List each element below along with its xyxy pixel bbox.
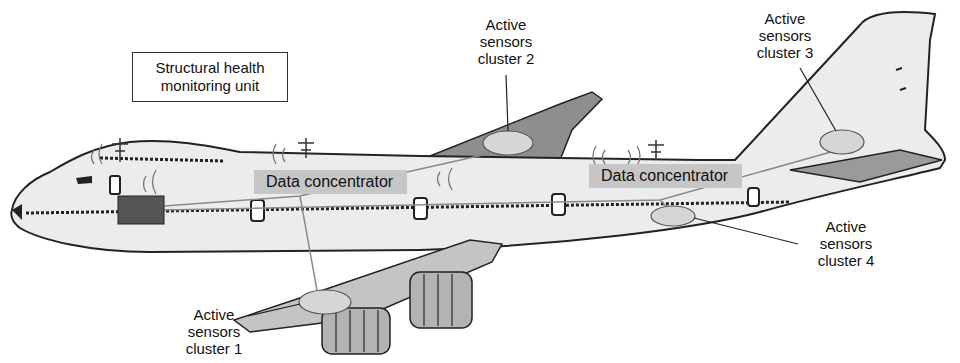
engine [410,272,472,328]
sensor-cluster [299,290,351,314]
leader-line [800,68,836,131]
sensor-wiring [164,150,838,296]
data-concentrator: Data concentrator [254,170,407,194]
engine [322,308,390,354]
leader-line [506,75,508,131]
leader-line [694,218,798,244]
door [110,176,120,194]
wave [273,144,285,164]
leader-lines [248,68,836,316]
callout-label: Active sensors cluster 2 [464,16,548,67]
wave [628,146,640,166]
wire [164,150,838,210]
engine-stripes [424,274,452,326]
engine-stripes [336,310,378,352]
monitoring-unit-box: Structural health monitoring unit [132,52,288,102]
far-wing [425,92,602,160]
door [414,198,427,219]
callout-label: Active sensors cluster 4 [804,218,888,269]
engines [322,272,472,354]
door [748,188,759,206]
door [552,194,565,215]
node-text: Structural health monitoring unit [143,59,277,95]
monitoring-unit-symbol [118,196,164,224]
sensor-cluster [483,131,533,155]
stabilizer [790,150,942,182]
door [251,200,264,221]
leader-line [248,304,300,316]
nose-tip [12,204,22,220]
wave [92,144,103,164]
sensor-cluster [820,130,864,154]
radio-waves [92,144,641,194]
antenna [648,140,664,160]
wire [164,150,505,206]
wire [300,196,318,296]
node-text: Data concentrator [601,166,730,186]
antenna [112,138,128,162]
callout-label: Active sensors cluster 3 [743,10,827,61]
sensor-clusters [299,130,864,314]
wave [438,168,453,190]
sensor-cluster [651,206,695,226]
wave [144,170,157,194]
antennas [112,138,664,162]
fin-mark [896,68,906,90]
cockpit-window [76,176,92,184]
node-text: Data concentrator [266,172,395,192]
upper-window-row [100,158,225,161]
callout-label: Active sensors cluster 1 [172,306,256,357]
wave [593,146,605,166]
antenna [298,138,314,158]
data-concentrator: Data concentrator [589,164,742,188]
